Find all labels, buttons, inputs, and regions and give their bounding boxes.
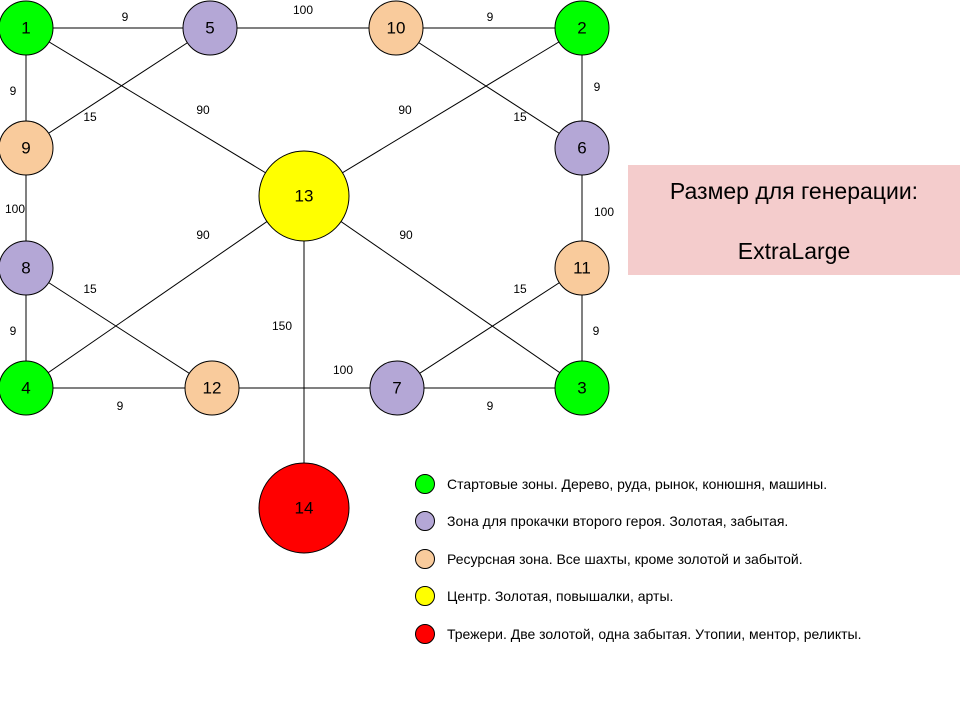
edge-weight-13-3: 90: [399, 228, 413, 242]
legend-text-center: Центр. Золотая, повышалки, арты.: [447, 588, 674, 605]
zone-label-10: 10: [387, 19, 406, 38]
zone-circle-10: [368, 0, 424, 56]
zone-node-5: 5: [182, 0, 238, 56]
legend-item-hero: Зона для прокачки второго героя. Золотая…: [415, 503, 862, 541]
legend-item-treasure: Трежери. Две золотой, одна забытая. Утоп…: [415, 615, 862, 653]
edge-weight-5-9: 15: [83, 110, 97, 124]
legend-text-treasure: Трежери. Две золотой, одна забытая. Утоп…: [447, 625, 862, 642]
legend-text-resource: Ресурсная зона. Все шахты, кроме золотой…: [447, 550, 803, 567]
edge-weight-10-2: 9: [487, 10, 494, 24]
zone-label-6: 6: [577, 139, 586, 158]
edge-weight-8-12: 15: [83, 282, 97, 296]
edge-weight-4-13: 90: [196, 228, 210, 242]
zone-label-4: 4: [21, 379, 30, 398]
legend-item-resource: Ресурсная зона. Все шахты, кроме золотой…: [415, 540, 862, 578]
size-box-value: ExtraLarge: [737, 238, 851, 264]
legend-swatch-hero: [415, 511, 435, 532]
edge-weight-5-10: 100: [293, 3, 313, 17]
zone-label-13: 13: [295, 187, 314, 206]
edge-weight-1-9: 9: [10, 84, 17, 98]
edge-weight-7-3: 9: [487, 399, 494, 413]
zone-label-12: 12: [203, 379, 222, 398]
edge-11-7: [396, 267, 583, 389]
legend-swatch-center: [415, 586, 435, 607]
zone-circle-1: [0, 0, 54, 56]
edge-weight-11-7: 15: [513, 282, 527, 296]
zone-node-10: 10: [368, 0, 424, 56]
edge-weight-1-13: 90: [196, 103, 210, 117]
edge-1-13: [25, 27, 305, 197]
zone-label-8: 8: [21, 259, 30, 278]
legend-text-hero: Зона для прокачки второго героя. Золотая…: [447, 513, 789, 530]
zone-label-7: 7: [392, 379, 401, 398]
zone-circle-4: [0, 360, 54, 416]
zone-label-5: 5: [205, 19, 214, 38]
legend: Стартовые зоны. Дерево, руда, рынок, кон…: [415, 465, 862, 653]
edges-layer: [25, 27, 583, 508]
edge-2-13: [303, 27, 583, 197]
legend-text-start: Стартовые зоны. Дерево, руда, рынок, кон…: [447, 475, 828, 492]
zone-label-9: 9: [21, 139, 30, 158]
edge-5-9: [25, 27, 211, 149]
edge-4-13: [25, 195, 305, 389]
legend-swatch-treasure: [415, 623, 435, 644]
edge-weight-13-14: 150: [272, 319, 292, 333]
zone-node-13: 13: [258, 150, 350, 242]
edge-8-12: [25, 267, 213, 389]
generation-size-box: Размер для генерации: ExtraLarge: [628, 165, 960, 275]
edge-weight-2-13: 90: [398, 103, 412, 117]
edge-weight-6-11: 100: [594, 205, 614, 219]
zone-circle-3: [554, 360, 610, 416]
zone-circle-6: [554, 120, 610, 176]
zone-circle-11: [554, 240, 610, 296]
zone-node-7: 7: [369, 360, 425, 416]
edge-weight-2-6: 9: [594, 80, 601, 94]
zone-label-2: 2: [577, 19, 586, 38]
edge-weight-11-3: 9: [593, 324, 600, 338]
edge-weight-8-4: 9: [10, 324, 17, 338]
edge-weight-1-5: 9: [122, 10, 129, 24]
edge-10-6: [395, 27, 583, 149]
edge-weight-4-12: 9: [117, 399, 124, 413]
zone-circle-13: [258, 150, 350, 242]
size-box-title: Размер для генерации:: [669, 178, 919, 204]
zone-node-6: 6: [554, 120, 610, 176]
legend-item-start: Стартовые зоны. Дерево, руда, рынок, кон…: [415, 465, 862, 503]
zone-label-1: 1: [21, 19, 30, 38]
edge-weight-10-6: 15: [513, 110, 527, 124]
zone-label-3: 3: [577, 379, 586, 398]
zone-circle-5: [182, 0, 238, 56]
legend-swatch-start: [415, 473, 435, 494]
zone-node-1: 1: [0, 0, 54, 56]
zone-node-4: 4: [0, 360, 54, 416]
zone-node-8: 8: [0, 240, 54, 296]
legend-swatch-resource: [415, 548, 435, 569]
zone-label-11: 11: [573, 259, 591, 278]
zone-circle-2: [554, 0, 610, 56]
edge-weight-12-7: 100: [333, 363, 353, 377]
zone-node-12: 12: [184, 360, 240, 416]
edge-weight-9-8: 100: [5, 202, 25, 216]
zone-circle-12: [184, 360, 240, 416]
edge-13-3: [303, 195, 583, 389]
zone-node-2: 2: [554, 0, 610, 56]
legend-item-center: Центр. Золотая, повышалки, арты.: [415, 578, 862, 616]
zone-node-3: 3: [554, 360, 610, 416]
zone-node-11: 11: [554, 240, 610, 296]
zone-circle-14: [258, 462, 350, 554]
zone-circle-7: [369, 360, 425, 416]
zone-label-14: 14: [295, 499, 314, 518]
zone-circle-8: [0, 240, 54, 296]
zone-node-9: 9: [0, 120, 54, 176]
zone-circle-9: [0, 120, 54, 176]
zone-node-14: 14: [258, 462, 350, 554]
